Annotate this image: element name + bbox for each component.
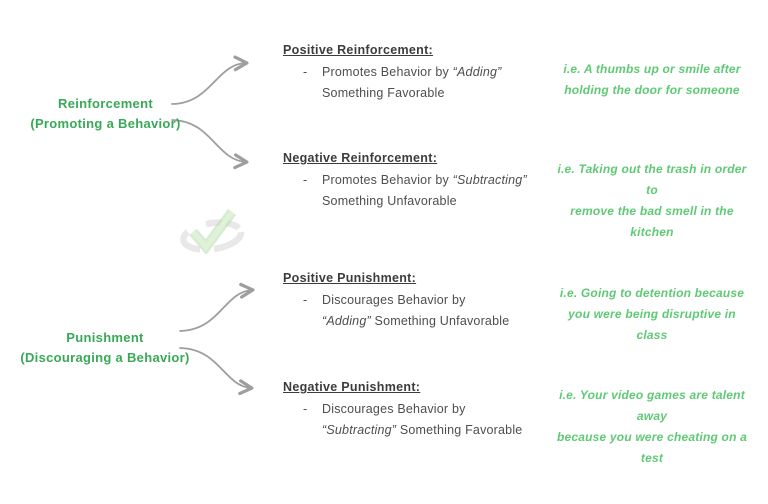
bullet-dash: - (303, 402, 308, 416)
branch-heading: Positive Reinforcement: (283, 43, 433, 57)
example-negative-reinforcement: i.e. Taking out the trash in order to re… (552, 159, 752, 243)
example-line1: i.e. A thumbs up or smile after (563, 62, 741, 76)
branch-heading: Negative Punishment: (283, 380, 421, 394)
arrow-punishment-positive (179, 282, 255, 332)
branch-desc-line2: Something Unfavorable (322, 194, 457, 208)
branch-desc-line1: - Promotes Behavior by “Subtracting” (283, 170, 543, 191)
branch-positive-reinforcement: Positive Reinforcement: - Promotes Behav… (283, 42, 543, 104)
example-line2: holding the door for someone (564, 83, 740, 97)
group-label-punishment: Punishment (Discouraging a Behavior) (10, 328, 200, 368)
group-label-line2: (Discouraging a Behavior) (20, 350, 190, 365)
branch-desc-line1: - Discourages Behavior by (283, 290, 543, 311)
example-positive-reinforcement: i.e. A thumbs up or smile after holding … (552, 59, 752, 101)
branch-negative-reinforcement: Negative Reinforcement: - Promotes Behav… (283, 150, 543, 212)
branch-desc-line2: “Adding” Something Unfavorable (322, 314, 510, 328)
branch-negative-punishment: Negative Punishment: - Discourages Behav… (283, 379, 543, 441)
example-line1: i.e. Your video games are talent away (559, 388, 745, 423)
group-label-reinforcement: Reinforcement (Promoting a Behavior) (18, 94, 193, 134)
green-check-watermark-icon (180, 209, 245, 254)
branch-desc-line2: “Subtracting” Something Favorable (322, 423, 523, 437)
example-line1: i.e. Taking out the trash in order to (557, 162, 747, 197)
group-label-line1: Punishment (66, 330, 144, 345)
bullet-dash: - (303, 173, 308, 187)
branch-positive-punishment: Positive Punishment: - Discourages Behav… (283, 270, 543, 332)
group-label-line1: Reinforcement (58, 96, 153, 111)
group-label-line2: (Promoting a Behavior) (30, 116, 181, 131)
example-line2: you were being disruptive in class (568, 307, 736, 342)
branch-heading: Positive Punishment: (283, 271, 417, 285)
example-positive-punishment: i.e. Going to detention because you were… (552, 283, 752, 346)
example-line2: remove the bad smell in the kitchen (570, 204, 734, 239)
bullet-dash: - (303, 65, 308, 79)
branch-desc-line1: - Promotes Behavior by “Adding” (283, 62, 543, 83)
branch-heading: Negative Reinforcement: (283, 151, 438, 165)
example-line1: i.e. Going to detention because (559, 286, 745, 300)
branch-desc-line1: - Discourages Behavior by (283, 399, 543, 420)
example-line2: because you were cheating on a test (556, 430, 748, 465)
branch-desc-line2: Something Favorable (322, 86, 445, 100)
bullet-dash: - (303, 293, 308, 307)
example-negative-punishment: i.e. Your video games are talent away be… (552, 385, 752, 469)
